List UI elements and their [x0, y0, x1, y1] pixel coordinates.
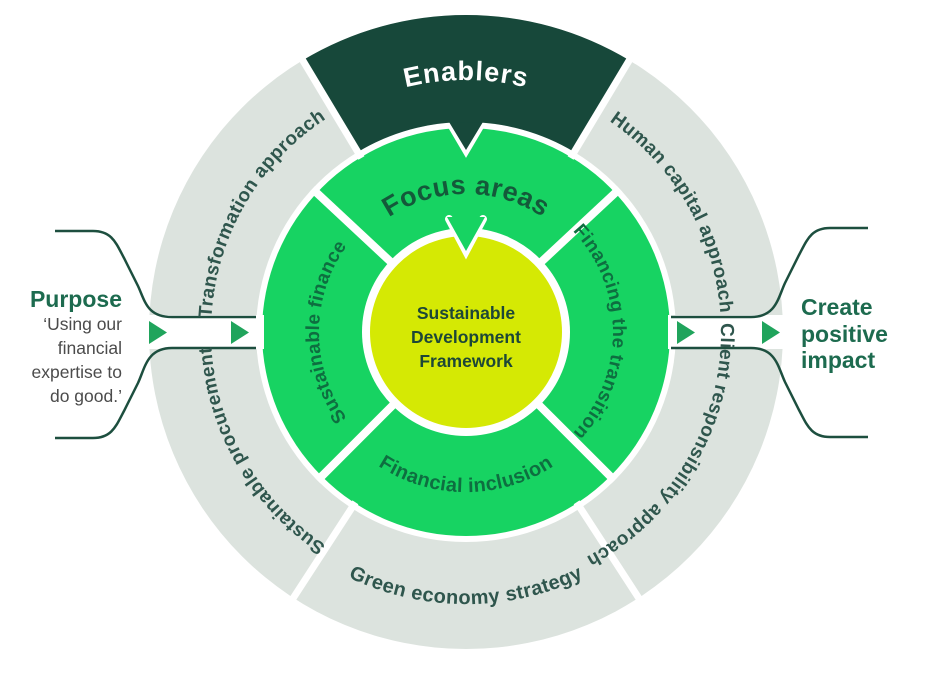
- focus-gap-upper-left: [309, 185, 398, 269]
- purpose-line-4: do good.’: [49, 386, 122, 406]
- focus-gap-lower-right: [532, 398, 618, 484]
- enablers-sector: [302, 15, 630, 153]
- flow-arrow-icon-left-1: [149, 321, 167, 344]
- purpose-title: Purpose: [29, 286, 122, 312]
- focus-notch-arrow-icon: [447, 217, 485, 251]
- purpose-line-2: financial: [57, 338, 122, 358]
- center-text-line-3: Framework: [419, 351, 513, 371]
- purpose-line-3: expertise to: [31, 362, 122, 382]
- purpose-line-1: ‘Using our: [43, 314, 122, 334]
- impact-line-2: positive: [801, 320, 888, 347]
- flow-arrow-icon-right-2: [762, 321, 780, 344]
- outer-gap-lower-right: [573, 500, 645, 605]
- impact-line-1: Create: [801, 294, 873, 320]
- flow-arrow-icon-right-1: [677, 321, 695, 344]
- impact-funnel-top-line: [671, 226, 868, 319]
- purpose-block: Purpose ‘Using our financial expertise t…: [8, 286, 122, 408]
- impact-line-3: impact: [801, 347, 876, 373]
- center-text-line-1: Sustainable: [417, 303, 515, 323]
- focus-gap-lower-left: [314, 398, 400, 484]
- outer-gap-upper-right: [567, 53, 636, 160]
- outer-gap-upper-left: [296, 53, 365, 160]
- outer-gap-lower-left: [287, 500, 359, 605]
- center-circle: [370, 236, 562, 428]
- focus-gap-upper-right: [534, 185, 623, 269]
- center-text-line-2: Development: [411, 327, 521, 347]
- purpose-funnel-bottom-line: [55, 346, 256, 440]
- flow-arrow-icon-left-2: [231, 321, 249, 344]
- purpose-funnel-top-line: [55, 229, 256, 319]
- impact-funnel-bottom-line: [671, 346, 868, 439]
- impact-block: Create positive impact: [801, 294, 931, 374]
